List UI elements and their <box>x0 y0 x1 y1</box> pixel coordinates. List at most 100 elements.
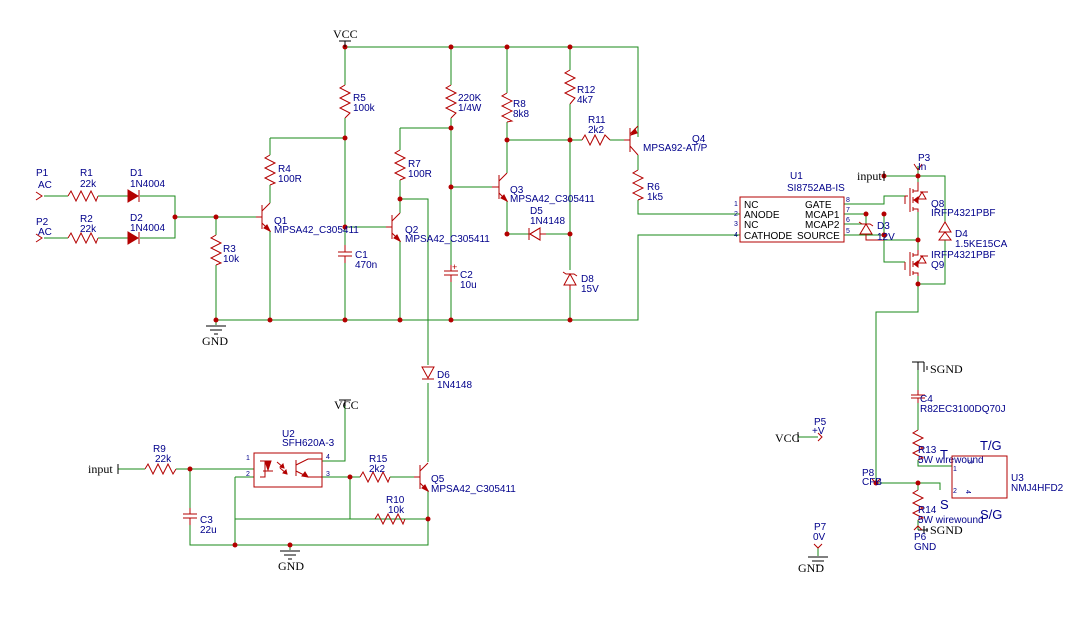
ic-u1[interactable]: U1 SI8752AB-IS NC ANODE NC CATHODE GATE … <box>734 171 850 243</box>
diode-d2[interactable]: D2 1N4004 <box>127 213 165 245</box>
optocoupler-u2[interactable]: U2 SFH620A-3 1 2 3 4 <box>246 429 335 488</box>
svg-text:P1: P1 <box>36 168 49 179</box>
transistor-q5[interactable]: Q5 MPSA42_C305411 <box>414 462 516 495</box>
resistor-r6[interactable]: R6 1k5 <box>631 169 664 203</box>
svg-text:Q2: Q2 <box>405 225 419 236</box>
svg-text:R1: R1 <box>80 168 93 179</box>
svg-text:4: 4 <box>964 490 971 494</box>
svg-text:NC: NC <box>744 220 758 231</box>
svg-text:3: 3 <box>966 460 973 464</box>
svg-text:D5: D5 <box>530 206 543 217</box>
svg-text:MCAP1: MCAP1 <box>805 210 840 221</box>
svg-text:GND: GND <box>798 561 824 575</box>
svg-text:10k: 10k <box>388 505 405 516</box>
capacitor-c1[interactable]: C1 470n <box>338 245 377 271</box>
input-flag-left: input <box>88 462 119 476</box>
svg-text:22k: 22k <box>155 454 172 465</box>
svg-text:VCC: VCC <box>334 398 359 412</box>
svg-text:S/G: S/G <box>980 507 1002 522</box>
svg-text:8k8: 8k8 <box>513 109 530 120</box>
mosfet-q9[interactable]: IRFP4321PBF Q9 <box>904 250 995 276</box>
connector-p2[interactable]: P2 AC <box>35 217 52 243</box>
svg-text:SOURCE: SOURCE <box>797 231 840 242</box>
svg-text:D1: D1 <box>130 168 143 179</box>
svg-text:12V: 12V <box>877 232 895 243</box>
svg-text:5W wirewound: 5W wirewound <box>918 455 984 466</box>
svg-text:VCC: VCC <box>333 27 358 41</box>
current-sensor-u3[interactable]: U3 NMJ4HFD2 1 2 3 4 T/G S/G T S <box>940 438 1064 522</box>
capacitor-c2[interactable]: + C2 10u <box>444 262 477 291</box>
svg-text:ANODE: ANODE <box>744 210 780 221</box>
connector-p3[interactable]: P3 In <box>913 153 931 173</box>
mosfet-q8[interactable]: Q8 IRFP4321PBF <box>904 182 995 219</box>
resistor-r12[interactable]: R12 4k7 <box>563 69 596 106</box>
resistor-r9[interactable]: R9 22k <box>144 444 177 476</box>
svg-text:R2: R2 <box>80 214 93 225</box>
svg-text:SGND: SGND <box>930 523 963 537</box>
resistor-r3[interactable]: R3 10k <box>209 234 240 266</box>
svg-text:P5: P5 <box>814 417 827 428</box>
zener-diode-d3[interactable]: D3 12V <box>858 221 895 243</box>
svg-text:Q4: Q4 <box>692 134 706 145</box>
connector-p7[interactable]: P7 0V <box>813 522 827 549</box>
svg-text:2: 2 <box>246 471 250 478</box>
svg-text:R15: R15 <box>369 454 388 465</box>
svg-text:15V: 15V <box>581 284 599 295</box>
diode-d6[interactable]: D6 1N4148 <box>421 366 472 391</box>
svg-text:AC: AC <box>38 227 52 238</box>
gnd-symbol-bottom: GND <box>278 550 304 573</box>
svg-text:T: T <box>940 447 948 462</box>
resistor-r13[interactable]: R13 5W wirewound <box>911 429 984 466</box>
transistor-q1[interactable]: Q1 MPSA42_C305411 <box>256 202 359 236</box>
svg-text:D8: D8 <box>581 274 594 285</box>
resistor-r5[interactable]: R5 100k <box>338 84 376 119</box>
svg-text:R82EC3100DQ70J: R82EC3100DQ70J <box>920 404 1006 415</box>
svg-text:22k: 22k <box>80 224 97 235</box>
resistor-r2[interactable]: R2 22k <box>67 214 99 245</box>
capacitor-c4[interactable]: C4 R82EC3100DQ70J <box>911 390 1006 415</box>
resistor-r4[interactable]: R4 100R <box>263 154 302 186</box>
svg-text:5: 5 <box>846 228 850 235</box>
resistor-r11[interactable]: R11 2k2 <box>581 115 611 147</box>
transistor-q4[interactable]: Q4 MPSA92-AT/P <box>624 47 708 156</box>
resistor-r7[interactable]: R7 100R <box>393 149 432 181</box>
svg-text:P6: P6 <box>914 532 927 543</box>
resistor-r15[interactable]: R15 2k2 <box>359 454 391 484</box>
resistor-r1[interactable]: R1 22k <box>67 168 99 203</box>
svg-text:22u: 22u <box>200 525 217 536</box>
tvs-diode-d4[interactable]: D4 1.5KE15CA <box>938 221 1008 250</box>
wires <box>44 46 952 556</box>
resistor-220k[interactable]: 220K 1/4W <box>444 84 482 119</box>
connector-p8[interactable]: P8 CFB <box>862 468 882 488</box>
svg-text:SFH620A-3: SFH620A-3 <box>282 438 335 449</box>
zener-diode-d8[interactable]: D8 15V <box>562 271 599 295</box>
vcc-symbol-top: VCC <box>333 27 358 47</box>
svg-text:R12: R12 <box>577 85 596 96</box>
resistor-r10[interactable]: R10 10k <box>374 495 406 526</box>
svg-text:SGND: SGND <box>930 362 963 376</box>
svg-text:P3: P3 <box>918 153 931 164</box>
resistor-r14[interactable]: R14 5W wirewound <box>911 489 984 526</box>
svg-text:U2: U2 <box>282 429 295 440</box>
svg-text:U1: U1 <box>790 171 803 182</box>
svg-text:1N4148: 1N4148 <box>437 380 472 391</box>
connector-p5[interactable]: P5 +V <box>812 417 827 442</box>
connector-p6[interactable]: P6 GND <box>913 525 936 553</box>
resistor-r8[interactable]: R8 8k8 <box>500 92 530 123</box>
diode-d5[interactable]: D5 1N4148 <box>528 206 565 241</box>
connector-p1[interactable]: P1 AC <box>35 168 52 201</box>
svg-text:In: In <box>918 162 926 173</box>
svg-text:R5: R5 <box>353 93 366 104</box>
svg-text:P2: P2 <box>36 217 49 228</box>
svg-text:Q3: Q3 <box>510 185 524 196</box>
svg-text:MPSA42_C305411: MPSA42_C305411 <box>431 484 516 495</box>
svg-text:GATE: GATE <box>805 200 832 211</box>
capacitor-c3[interactable]: C3 22u <box>183 508 217 536</box>
svg-text:R6: R6 <box>647 182 660 193</box>
transistor-q2[interactable]: Q2 MPSA42_C305411 <box>386 212 490 245</box>
svg-text:1N4148: 1N4148 <box>530 216 565 227</box>
svg-text:8: 8 <box>846 197 850 204</box>
transistor-q3[interactable]: Q3 MPSA42_C305411 <box>492 172 595 205</box>
diode-d1[interactable]: D1 1N4004 <box>127 168 165 203</box>
